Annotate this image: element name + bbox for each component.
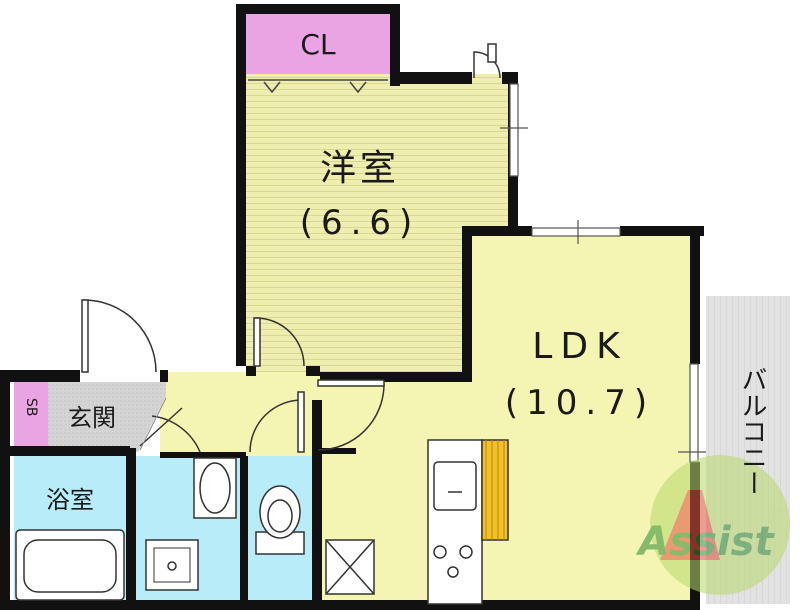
washbasin <box>193 457 237 519</box>
bathroom-label: 浴室 <box>46 486 94 514</box>
refrigerator-space <box>325 539 375 595</box>
watermark-logo: Assist <box>635 455 790 595</box>
kitchen-shelf <box>481 439 509 541</box>
doors <box>81 43 501 453</box>
windows <box>500 83 706 463</box>
closet-area <box>246 14 390 74</box>
western-room-size: (6.6) <box>300 203 421 243</box>
washer-pan <box>145 539 199 591</box>
closet-doors <box>248 79 388 94</box>
closet-label: CL <box>300 28 336 61</box>
entrance-label: 玄関 <box>68 404 116 432</box>
watermark-text: Assist <box>635 519 775 565</box>
entrance-floor <box>48 382 166 452</box>
balcony-label: バルコニー <box>737 366 767 496</box>
shoe-box-area <box>14 382 48 446</box>
ldk-name: LDK <box>532 326 627 367</box>
hall-floor <box>160 372 320 462</box>
shoe-box-label: SB <box>23 398 39 417</box>
western-room-name: 洋室 <box>320 148 400 189</box>
ldk-floor <box>318 236 698 604</box>
ldk-size: (10.7) <box>505 383 655 423</box>
entrance-step-lines <box>139 397 167 451</box>
bathtub <box>15 529 125 601</box>
toilet <box>255 485 305 555</box>
kitchen-counter <box>427 439 483 605</box>
